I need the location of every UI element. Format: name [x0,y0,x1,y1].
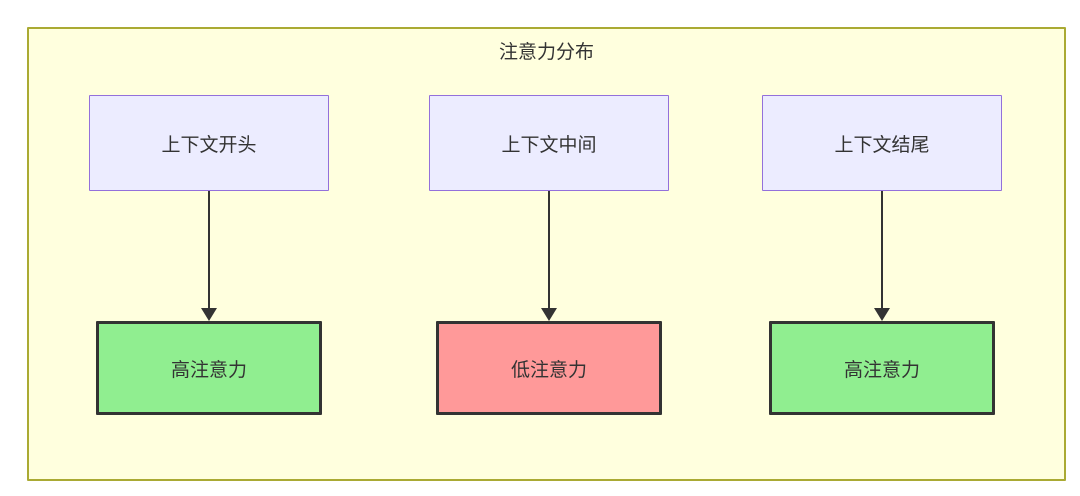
arrow-context-middle [541,191,557,321]
node-low-attention-label: 低注意力 [510,359,587,381]
node-low-attention: 低注意力 [436,321,662,415]
arrow-context-end [874,191,890,321]
arrow-context-start [201,191,217,321]
node-context-middle: 上下文中间 [429,95,669,191]
column-context-end: 上下文结尾 高注意力 [759,95,1005,415]
node-context-end-label: 上下文结尾 [834,134,930,156]
attention-distribution-subgraph: 注意力分布 上下文开头 高注意力 上下文中间 低注意力 [27,27,1066,481]
arrowhead-down-icon [874,308,890,321]
node-context-start-label: 上下文开头 [161,134,257,156]
arrow-line [548,191,550,308]
arrow-line [881,191,883,308]
subgraph-title: 注意力分布 [498,42,594,63]
column-context-start: 上下文开头 高注意力 [86,95,332,415]
node-context-end: 上下文结尾 [762,95,1002,191]
node-high-attention-1: 高注意力 [96,321,322,415]
node-high-attention-2: 高注意力 [769,321,995,415]
node-context-start: 上下文开头 [89,95,329,191]
node-context-middle-label: 上下文中间 [501,134,597,156]
node-high-attention-2-label: 高注意力 [843,359,920,381]
node-high-attention-1-label: 高注意力 [170,359,247,381]
arrowhead-down-icon [541,308,557,321]
column-context-middle: 上下文中间 低注意力 [426,95,672,415]
arrowhead-down-icon [201,308,217,321]
arrow-line [208,191,210,308]
